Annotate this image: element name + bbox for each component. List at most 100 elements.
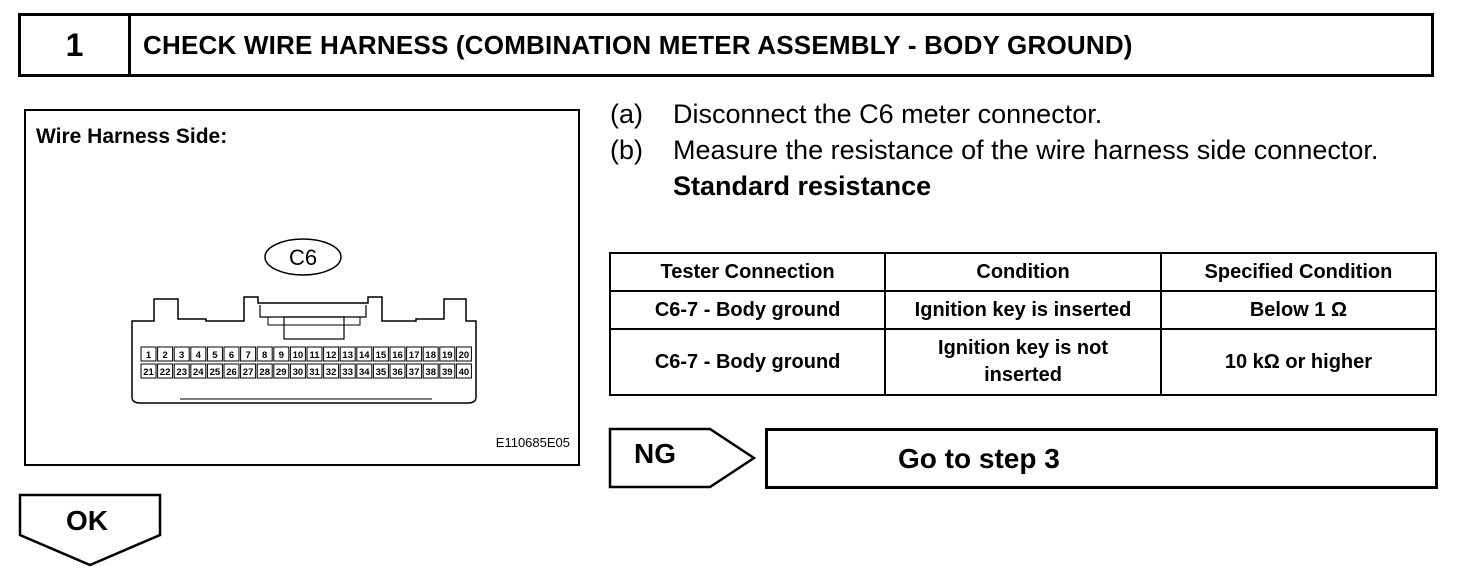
cell-condition: Ignition key is inserted xyxy=(884,290,1162,330)
pin-cell xyxy=(190,346,207,362)
ng-label: NG xyxy=(634,438,676,469)
pin-label: 40 xyxy=(459,367,470,378)
instructions: (a) Disconnect the C6 meter connector. (… xyxy=(610,96,1450,204)
pin-label: 5 xyxy=(212,350,218,361)
pin-label: 13 xyxy=(342,350,353,361)
pin-cell xyxy=(455,363,472,379)
pin-label: 18 xyxy=(425,350,436,361)
step-header: 1 CHECK WIRE HARNESS (COMBINATION METER … xyxy=(18,13,1434,77)
pin-label: 37 xyxy=(409,367,420,378)
pin-cell xyxy=(157,346,174,362)
pin-label: 31 xyxy=(309,367,320,378)
pin-label: 19 xyxy=(442,350,453,361)
pin-cell xyxy=(157,363,174,379)
instruction-text: Disconnect the C6 meter connector. xyxy=(673,99,1103,129)
pin-label: 36 xyxy=(392,367,403,378)
pin-cell xyxy=(273,363,290,379)
pin-cell xyxy=(173,346,190,362)
ng-arrow-icon xyxy=(608,427,757,489)
pin-label: 39 xyxy=(442,367,453,378)
standard-label: Standard resistance xyxy=(673,171,932,201)
pin-cell xyxy=(422,363,439,379)
pin-cell xyxy=(406,363,423,379)
figure-code: E110685E05 xyxy=(495,435,570,450)
instruction-a: (a) Disconnect the C6 meter connector. xyxy=(610,96,1450,132)
pin-label: 33 xyxy=(342,367,353,378)
instruction-marker: (a) xyxy=(610,99,643,129)
pin-cell xyxy=(140,363,157,379)
pin-cell xyxy=(240,346,257,362)
table-row: C6-7 - Body ground Ignition key is not i… xyxy=(608,328,1438,396)
table-row: C6-7 - Body ground Ignition key is inser… xyxy=(608,290,1438,330)
pin-label: 32 xyxy=(326,367,337,378)
pin-label: 20 xyxy=(459,350,470,361)
goto-step-text: Go to step 3 xyxy=(898,442,1060,474)
instruction-b: (b) Measure the resistance of the wire h… xyxy=(610,132,1450,168)
pin-cell xyxy=(422,346,439,362)
goto-step-box[interactable]: Go to step 3 xyxy=(765,428,1438,489)
header-tester-connection: Tester Connection xyxy=(608,252,887,292)
pin-cell xyxy=(439,363,456,379)
pin-label: 38 xyxy=(425,367,436,378)
pin-cell xyxy=(323,363,340,379)
pin-label: 9 xyxy=(279,350,284,361)
header-condition: Condition xyxy=(884,252,1162,292)
pin-cell xyxy=(323,346,340,362)
pin-cell xyxy=(389,346,406,362)
spec-table: Tester Connection Condition Specified Co… xyxy=(608,252,1438,396)
pin-label: 26 xyxy=(226,367,237,378)
cell-specified-condition: 10 kΩ or higher xyxy=(1159,328,1438,396)
pin-cell xyxy=(455,346,472,362)
cell-tester-connection: C6-7 - Body ground xyxy=(608,290,887,330)
pin-cell xyxy=(289,346,306,362)
pin-cell xyxy=(223,346,240,362)
instruction-text: Measure the resistance of the wire harne… xyxy=(673,135,1379,165)
pin-cell xyxy=(356,363,373,379)
pin-label: 27 xyxy=(243,367,254,378)
pin-cell xyxy=(439,346,456,362)
figure-label: Wire Harness Side: xyxy=(36,125,228,148)
pin-cell xyxy=(206,363,223,379)
header-specified-condition: Specified Condition xyxy=(1159,252,1438,292)
pin-label: 16 xyxy=(392,350,403,361)
pin-label: 10 xyxy=(293,350,304,361)
pin-label: 11 xyxy=(309,350,320,361)
pin-cell xyxy=(339,363,356,379)
pin-cell xyxy=(206,346,223,362)
pin-cell xyxy=(372,346,389,362)
pin-cell xyxy=(339,346,356,362)
pin-label: 4 xyxy=(196,350,202,361)
pin-label: 2 xyxy=(162,350,167,361)
pin-cell xyxy=(256,346,273,362)
pin-label: 12 xyxy=(326,350,337,361)
ok-label: OK xyxy=(66,505,108,536)
pin-cell xyxy=(273,346,290,362)
pin-cell xyxy=(256,363,273,379)
pin-label: 15 xyxy=(376,350,387,361)
cell-tester-connection: C6-7 - Body ground xyxy=(608,328,887,396)
pin-label: 17 xyxy=(409,350,420,361)
pin-label: 23 xyxy=(176,367,187,378)
pin-label: 7 xyxy=(245,350,250,361)
pin-label: 21 xyxy=(143,367,154,378)
pin-label: 14 xyxy=(359,350,370,361)
pin-cell xyxy=(306,346,323,362)
pin-cell xyxy=(372,363,389,379)
cell-condition: Ignition key is not inserted xyxy=(884,328,1162,396)
pin-label: 24 xyxy=(193,367,204,378)
pin-label: 3 xyxy=(179,350,184,361)
pin-label: 25 xyxy=(210,367,221,378)
pin-label: 6 xyxy=(229,350,234,361)
pin-cell xyxy=(190,363,207,379)
pin-label: 1 xyxy=(146,350,152,361)
pin-cell xyxy=(240,363,257,379)
pin-label: 35 xyxy=(376,367,387,378)
pin-cell xyxy=(140,346,157,362)
pin-label: 29 xyxy=(276,367,287,378)
pin-label: 8 xyxy=(262,350,267,361)
ok-arrow-icon xyxy=(18,493,162,567)
step-title: CHECK WIRE HARNESS (COMBINATION METER AS… xyxy=(143,29,1133,60)
